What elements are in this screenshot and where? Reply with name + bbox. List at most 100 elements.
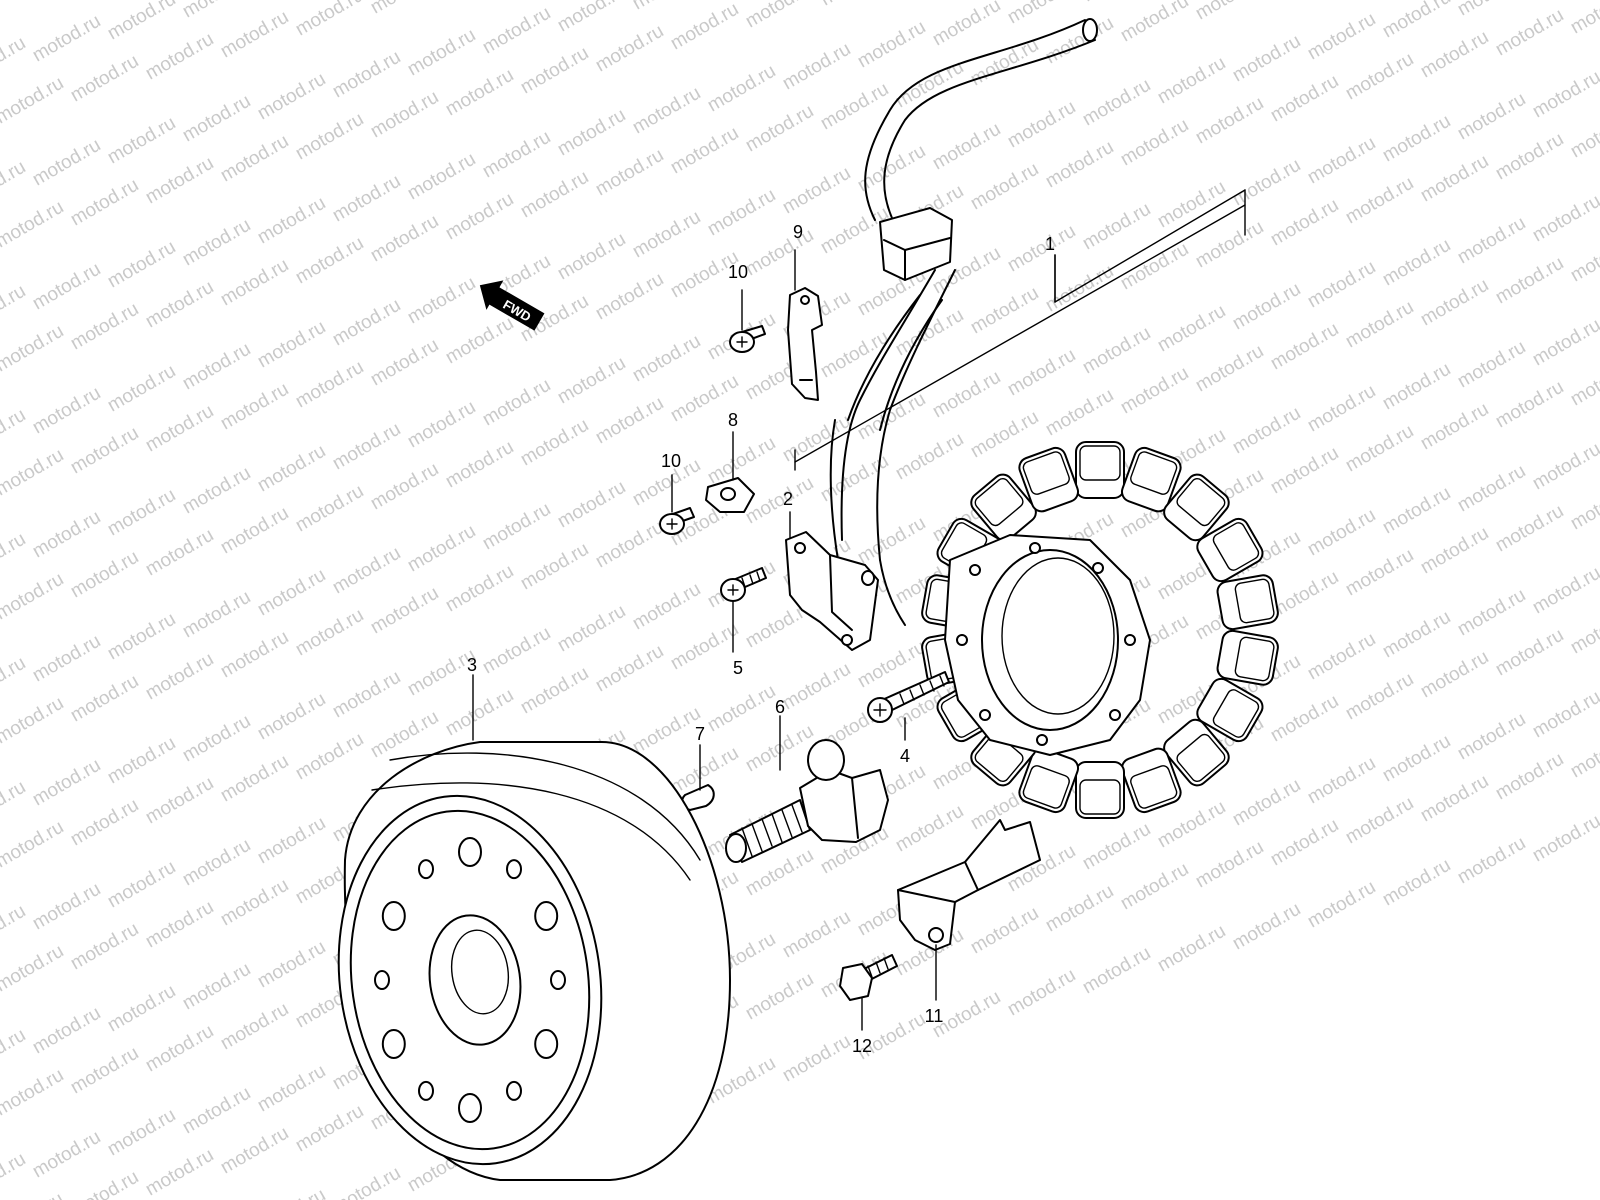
watermark-text: motod.ru xyxy=(779,907,854,963)
watermark-text: motod.ru xyxy=(854,389,929,445)
watermark-text: motod.ru xyxy=(367,87,442,143)
watermark-text: motod.ru xyxy=(1154,301,1229,357)
watermark-text: motod.ru xyxy=(367,0,442,18)
watermark-text: motod.ru xyxy=(67,1043,142,1099)
watermark-text: motod.ru xyxy=(517,663,592,719)
watermark-text: motod.ru xyxy=(967,903,1042,959)
watermark-text: motod.ru xyxy=(967,407,1042,463)
watermark-text: motod.ru xyxy=(1042,13,1117,69)
watermark-text: motod.ru xyxy=(254,193,329,249)
watermark-text: motod.ru xyxy=(67,1167,142,1200)
callout-1: 1 xyxy=(1045,234,1055,254)
watermark-text: motod.ru xyxy=(254,317,329,373)
watermark-text: motod.ru xyxy=(217,7,292,63)
watermark-text: motod.ru xyxy=(0,901,29,957)
watermark-text: motod.ru xyxy=(1379,483,1454,539)
watermark-text: motod.ru xyxy=(367,211,442,267)
watermark-text: motod.ru xyxy=(1004,0,1079,28)
part-5-screw xyxy=(720,567,767,602)
watermark-text: motod.ru xyxy=(142,153,217,209)
watermark-text: motod.ru xyxy=(1192,341,1267,397)
watermark-text: motod.ru xyxy=(0,321,67,377)
part-11-plate xyxy=(897,819,1041,951)
watermark-text: motod.ru xyxy=(0,33,29,89)
watermark-text: motod.ru xyxy=(67,671,142,727)
watermark-text: motod.ru xyxy=(104,361,179,417)
flywheel-hole xyxy=(381,901,406,931)
stator-pole xyxy=(1120,446,1182,513)
watermark-text: motod.ru xyxy=(29,507,104,563)
watermark-text: motod.ru xyxy=(629,0,704,14)
watermark-text: motod.ru xyxy=(667,0,742,54)
watermark-text: motod.ru xyxy=(29,1127,104,1183)
watermark-text: motod.ru xyxy=(554,477,629,533)
watermark-text: motod.ru xyxy=(1042,385,1117,441)
watermark-text: motod.ru xyxy=(1492,501,1567,557)
part-3-flywheel xyxy=(337,740,731,1181)
watermark-text: motod.ru xyxy=(742,969,817,1025)
watermark-text: motod.ru xyxy=(1004,345,1079,401)
stator-coil xyxy=(921,441,1279,819)
watermark-text: motod.ru xyxy=(142,401,217,457)
callout-12: 12 xyxy=(852,1036,872,1056)
watermark-text: motod.ru xyxy=(217,379,292,435)
watermark-text: motod.ru xyxy=(104,609,179,665)
watermark-text: motod.ru xyxy=(404,149,479,205)
watermark-text: motod.ru xyxy=(1267,815,1342,871)
watermark-text: motod.ru xyxy=(442,561,517,617)
watermark-text: motod.ru xyxy=(292,233,367,289)
watermark-text: motod.ru xyxy=(329,47,404,103)
watermark-text: motod.ru xyxy=(0,197,67,253)
watermark-text: motod.ru xyxy=(1492,749,1567,805)
callout-5: 5 xyxy=(733,658,743,678)
watermark-text: motod.ru xyxy=(817,327,892,383)
watermark-text: motod.ru xyxy=(1229,403,1304,459)
stator-pole xyxy=(1120,747,1182,814)
watermark-text: motod.ru xyxy=(0,445,67,501)
watermark-text: motod.ru xyxy=(292,605,367,661)
watermark-text: motod.ru xyxy=(1454,709,1529,765)
watermark-text: motod.ru xyxy=(404,25,479,81)
watermark-text: motod.ru xyxy=(292,729,367,785)
watermark-text: motod.ru xyxy=(704,681,779,737)
watermark-text: motod.ru xyxy=(1492,129,1567,185)
watermark-text: motod.ru xyxy=(29,879,104,935)
watermark-text: motod.ru xyxy=(742,225,817,281)
watermark-text: motod.ru xyxy=(1529,67,1600,123)
watermark-text: motod.ru xyxy=(217,1123,292,1179)
watermark-text: motod.ru xyxy=(1529,687,1600,743)
callout-8: 8 xyxy=(728,410,738,430)
watermark-text: motod.ru xyxy=(1379,111,1454,167)
watermark-text: motod.ru xyxy=(0,777,29,833)
watermark-text: motod.ru xyxy=(0,569,67,625)
watermark-text: motod.ru xyxy=(442,65,517,121)
watermark-text: motod.ru xyxy=(1342,545,1417,601)
watermark-text: motod.ru xyxy=(1454,337,1529,393)
watermark-text: motod.ru xyxy=(554,105,629,161)
watermark-text: motod.ru xyxy=(179,91,254,147)
watermark-text: motod.ru xyxy=(1342,297,1417,353)
part-10-screw-upper xyxy=(729,325,766,353)
watermark-text: motod.ru xyxy=(1079,0,1154,6)
watermark-text: motod.ru xyxy=(292,481,367,537)
watermark-text: motod.ru xyxy=(1192,217,1267,273)
watermark-text: motod.ru xyxy=(1342,49,1417,105)
watermark-text: motod.ru xyxy=(179,0,254,22)
watermark-text: motod.ru xyxy=(0,817,67,873)
watermark-text: motod.ru xyxy=(1079,943,1154,999)
stator-mount-hole xyxy=(956,634,968,646)
watermark-text: motod.ru xyxy=(592,269,667,325)
part-4-bolt xyxy=(867,671,950,723)
stator-pole xyxy=(1163,718,1230,787)
watermark-text: motod.ru xyxy=(0,0,67,4)
watermark-text: motod.ru xyxy=(854,17,929,73)
watermark-text: motod.ru xyxy=(1267,319,1342,375)
watermark-text: motod.ru xyxy=(479,499,554,555)
watermark-text: motod.ru xyxy=(404,521,479,577)
flywheel-hole xyxy=(534,901,559,931)
watermark-text: motod.ru xyxy=(1342,669,1417,725)
watermark-text: motod.ru xyxy=(1417,399,1492,455)
watermark-text: motod.ru xyxy=(1267,195,1342,251)
watermark-text: motod.ru xyxy=(1079,199,1154,255)
